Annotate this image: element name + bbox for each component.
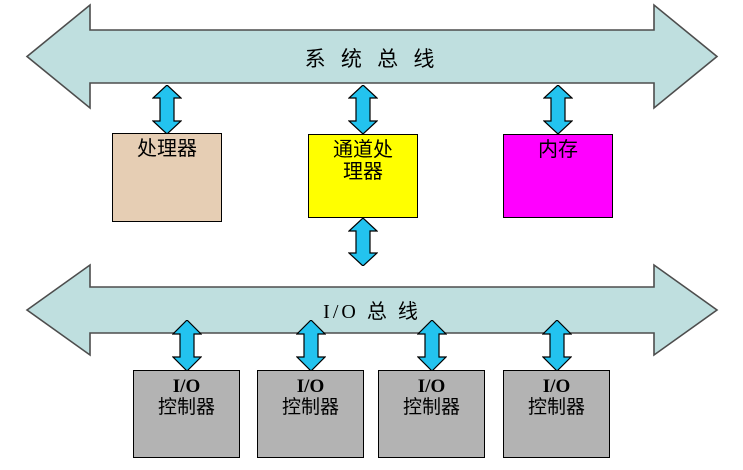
io-controller-label-line1: I/O xyxy=(542,376,571,397)
memory-label: 内存 xyxy=(538,139,578,161)
connector-io-bus-controller-1 xyxy=(172,320,202,371)
connector-io-bus-controller-4 xyxy=(542,320,572,371)
double-arrow-vertical-icon xyxy=(296,320,326,371)
system-bus-arrow-icon xyxy=(25,3,719,110)
io-controller-box-3[interactable]: I/O 控制器 xyxy=(378,370,485,458)
processor-box[interactable]: 处理器 xyxy=(112,133,222,222)
double-arrow-vertical-icon xyxy=(172,320,202,371)
io-controller-label-line1: I/O xyxy=(172,376,201,397)
connector-io-bus-controller-2 xyxy=(296,320,326,371)
connector-system-bus-channel-processor xyxy=(348,85,378,134)
double-arrow-vertical-icon xyxy=(348,85,378,134)
io-controller-label-line2: 控制器 xyxy=(157,397,215,419)
double-arrow-vertical-icon xyxy=(543,85,573,134)
io-controller-label-line2: 控制器 xyxy=(402,397,460,419)
io-bus: I/O 总 线 xyxy=(25,263,719,357)
io-controller-label-line2: 控制器 xyxy=(527,397,585,419)
memory-box[interactable]: 内存 xyxy=(503,134,613,218)
io-controller-box-4[interactable]: I/O 控制器 xyxy=(503,370,610,458)
io-controller-box-1[interactable]: I/O 控制器 xyxy=(133,370,240,458)
connector-io-bus-controller-3 xyxy=(417,320,447,371)
connector-system-bus-processor xyxy=(152,85,182,134)
io-controller-label-line1: I/O xyxy=(417,376,446,397)
double-arrow-vertical-icon xyxy=(417,320,447,371)
connector-system-bus-memory xyxy=(543,85,573,134)
io-bus-arrow-icon xyxy=(25,263,719,357)
double-arrow-vertical-icon xyxy=(348,218,378,266)
channel-processor-box[interactable]: 通道处 理器 xyxy=(308,134,418,218)
system-bus-shape xyxy=(25,3,719,110)
channel-processor-label: 通道处 理器 xyxy=(333,139,393,184)
io-controller-label-line2: 控制器 xyxy=(281,397,339,419)
double-arrow-vertical-icon xyxy=(152,85,182,134)
double-arrow-vertical-icon xyxy=(542,320,572,371)
connector-channel-processor-io-bus xyxy=(348,218,378,266)
processor-label: 处理器 xyxy=(137,138,197,160)
io-controller-label-line1: I/O xyxy=(296,376,325,397)
io-controller-box-2[interactable]: I/O 控制器 xyxy=(257,370,364,458)
io-bus-shape xyxy=(25,263,719,357)
